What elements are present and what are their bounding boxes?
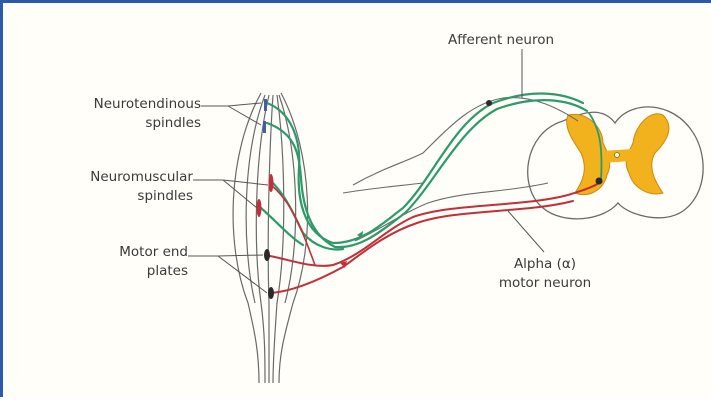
label-motor-end-line2: plates xyxy=(17,262,188,281)
label-afferent-neuron: Afferent neuron xyxy=(448,31,554,50)
label-alpha-line2: motor neuron xyxy=(481,274,609,293)
spinal-cord xyxy=(528,107,703,219)
motor-end-plate-1 xyxy=(264,249,270,261)
label-motor-end-plates: Motor end plates xyxy=(17,243,188,281)
label-alpha-line1: Alpha (α) xyxy=(481,255,609,274)
neurotendinous-spindle-2 xyxy=(263,121,266,133)
motor-cell-body xyxy=(596,178,603,185)
motor-end-plate-2 xyxy=(268,287,274,299)
label-neurotendinous-line1: Neurotendinous xyxy=(17,95,201,114)
label-neurotendinous-line2: spindles xyxy=(17,114,201,133)
label-afferent-text: Afferent neuron xyxy=(448,31,554,50)
central-canal xyxy=(615,153,620,158)
neuromuscular-spindle-1 xyxy=(269,174,274,192)
label-neuromuscular-line2: spindles xyxy=(17,187,193,206)
label-neurotendinous-spindles: Neurotendinous spindles xyxy=(17,95,201,133)
spinal-cord-outline xyxy=(528,107,703,219)
label-alpha-motor-neuron: Alpha (α) motor neuron xyxy=(481,255,609,293)
label-neuromuscular-line1: Neuromuscular xyxy=(17,168,193,187)
afferent-cell-body xyxy=(486,100,492,106)
label-motor-end-line1: Motor end xyxy=(17,243,188,262)
label-neuromuscular-spindles: Neuromuscular spindles xyxy=(17,168,193,206)
neuromuscular-spindle-2 xyxy=(257,199,262,217)
neurotendinous-spindle-1 xyxy=(264,99,267,111)
